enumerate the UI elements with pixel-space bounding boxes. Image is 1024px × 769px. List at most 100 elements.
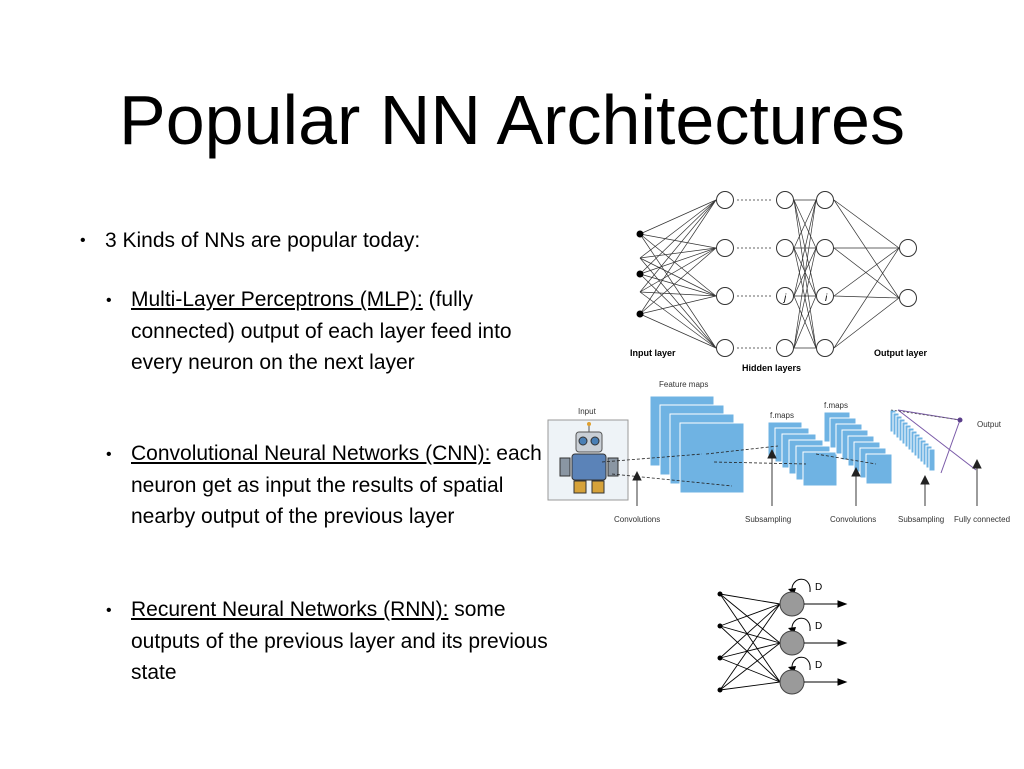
cnn-bullet: Convolutional Neural Networks (CNN): eac… xyxy=(131,438,561,533)
mlp-edge xyxy=(833,247,900,299)
mlp-edge xyxy=(639,199,717,235)
rnn-input-dot xyxy=(717,591,723,597)
rnn-edge xyxy=(719,681,781,691)
rnn-edge xyxy=(719,642,781,659)
mlp-term: Multi-Layer Perceptrons (MLP): xyxy=(131,288,423,311)
slide-title: Popular NN Architectures xyxy=(119,81,905,159)
mlp-edge xyxy=(793,295,817,349)
output-layer-label: Output layer xyxy=(874,348,928,358)
mlp-hidden-node xyxy=(816,191,834,209)
sub-bullet-dot: • xyxy=(106,446,112,463)
mlp-nodes xyxy=(636,191,917,357)
mlp-edge xyxy=(639,199,717,315)
fmaps-stack-2 xyxy=(823,411,893,485)
mlp-edge xyxy=(639,247,717,315)
mlp-edge xyxy=(639,233,717,297)
cnn-input-label: Input xyxy=(578,407,597,416)
mlp-edges xyxy=(639,199,900,349)
rnn-input-dot xyxy=(717,687,723,693)
rnn-diagram: D D D xyxy=(717,578,848,695)
mlp-input-node xyxy=(636,310,644,318)
mlp-desc: (fully connected) output of each layer f… xyxy=(131,288,512,374)
rnn-self-loops xyxy=(791,578,811,671)
rnn-desc: some outputs of the previous layer and i… xyxy=(131,598,548,684)
feature-maps-stack xyxy=(649,395,745,494)
subsampling-label-1: Subsampling xyxy=(745,515,791,524)
mlp-edge xyxy=(639,199,717,275)
projection-lines xyxy=(601,445,877,487)
output-node xyxy=(957,417,963,423)
mlp-edge xyxy=(793,199,817,349)
rnn-edge xyxy=(719,603,781,691)
mlp-edge xyxy=(639,273,717,297)
mlp-edge xyxy=(639,247,717,275)
mlp-edge xyxy=(639,257,717,349)
fmaps-stack-3 xyxy=(889,409,936,472)
mlp-edge xyxy=(833,247,900,297)
mlp-output-node xyxy=(899,239,917,257)
feature-maps-label: Feature maps xyxy=(659,380,708,389)
fmaps-label-1: f.maps xyxy=(770,411,794,420)
fmaps-label-2: f.maps xyxy=(824,401,848,410)
fmap-smaller xyxy=(865,453,893,485)
mlp-hidden-node xyxy=(776,287,794,305)
feature-map xyxy=(679,422,745,494)
fmap-small xyxy=(802,451,838,487)
rnn-neuron xyxy=(779,669,805,695)
rnn-edge xyxy=(719,642,781,691)
rnn-neuron xyxy=(779,591,805,617)
delay-label-3: D xyxy=(815,660,822,671)
rnn-neuron xyxy=(779,630,805,656)
mlp-input-node xyxy=(636,230,644,238)
cnn-diagram: Input Output Feature maps f.maps f.maps … xyxy=(547,380,1010,524)
rnn-edge xyxy=(719,657,781,683)
mlp-edge xyxy=(639,313,717,349)
rnn-edge xyxy=(719,603,781,659)
mlp-hidden-node xyxy=(816,239,834,257)
node-i-label: i xyxy=(825,293,828,304)
rnn-input-dots xyxy=(717,591,723,693)
mlp-hidden-node xyxy=(716,287,734,305)
mlp-hidden-node xyxy=(816,339,834,357)
fmaps-stack-1 xyxy=(767,421,838,487)
cnn-term: Convolutional Neural Networks (CNN): xyxy=(131,442,491,465)
mlp-edge xyxy=(639,233,717,249)
rnn-bullet: Recurent Neural Networks (RNN): some out… xyxy=(131,594,561,689)
mlp-edge xyxy=(639,233,717,349)
sub-bullet-dot: • xyxy=(106,602,112,619)
rnn-edge xyxy=(719,625,781,644)
mlp-input-node xyxy=(636,270,644,278)
rnn-input-dot xyxy=(717,655,723,661)
convolutions-label-1: Convolutions xyxy=(614,515,660,524)
rnn-output-arrows xyxy=(804,600,848,686)
cnn-desc: each neuron get as input the results of … xyxy=(131,442,542,528)
mlp-edge xyxy=(793,199,817,297)
rnn-edge xyxy=(719,625,781,683)
sub-bullet-dot: • xyxy=(106,292,112,309)
mlp-output-node xyxy=(899,289,917,307)
rnn-input-dot xyxy=(717,623,723,629)
mlp-edge xyxy=(833,297,900,349)
fully-connected-label: Fully connected xyxy=(954,515,1010,524)
cnn-output-label: Output xyxy=(977,420,1002,429)
mlp-hidden-node xyxy=(716,191,734,209)
subsampling-label-2: Subsampling xyxy=(898,515,944,524)
mlp-hidden-node xyxy=(716,339,734,357)
mlp-hidden-node xyxy=(776,339,794,357)
input-layer-label: Input layer xyxy=(630,348,676,358)
mlp-edge xyxy=(833,199,900,249)
rnn-edge xyxy=(719,603,781,627)
mlp-hidden-node xyxy=(816,287,834,305)
rnn-edges xyxy=(719,593,781,691)
robot-image xyxy=(559,422,619,494)
mlp-diagram: Input layer Hidden layers Output layer j… xyxy=(630,191,928,373)
rnn-edge xyxy=(719,593,781,644)
mlp-edge xyxy=(639,257,717,297)
rnn-edge xyxy=(719,593,781,683)
mlp-edge xyxy=(793,199,817,249)
fully-connected-lines xyxy=(897,409,977,474)
mlp-edge xyxy=(793,247,817,349)
node-j-label: j xyxy=(782,293,787,304)
mlp-edge xyxy=(639,199,717,293)
mlp-edge xyxy=(639,247,717,259)
